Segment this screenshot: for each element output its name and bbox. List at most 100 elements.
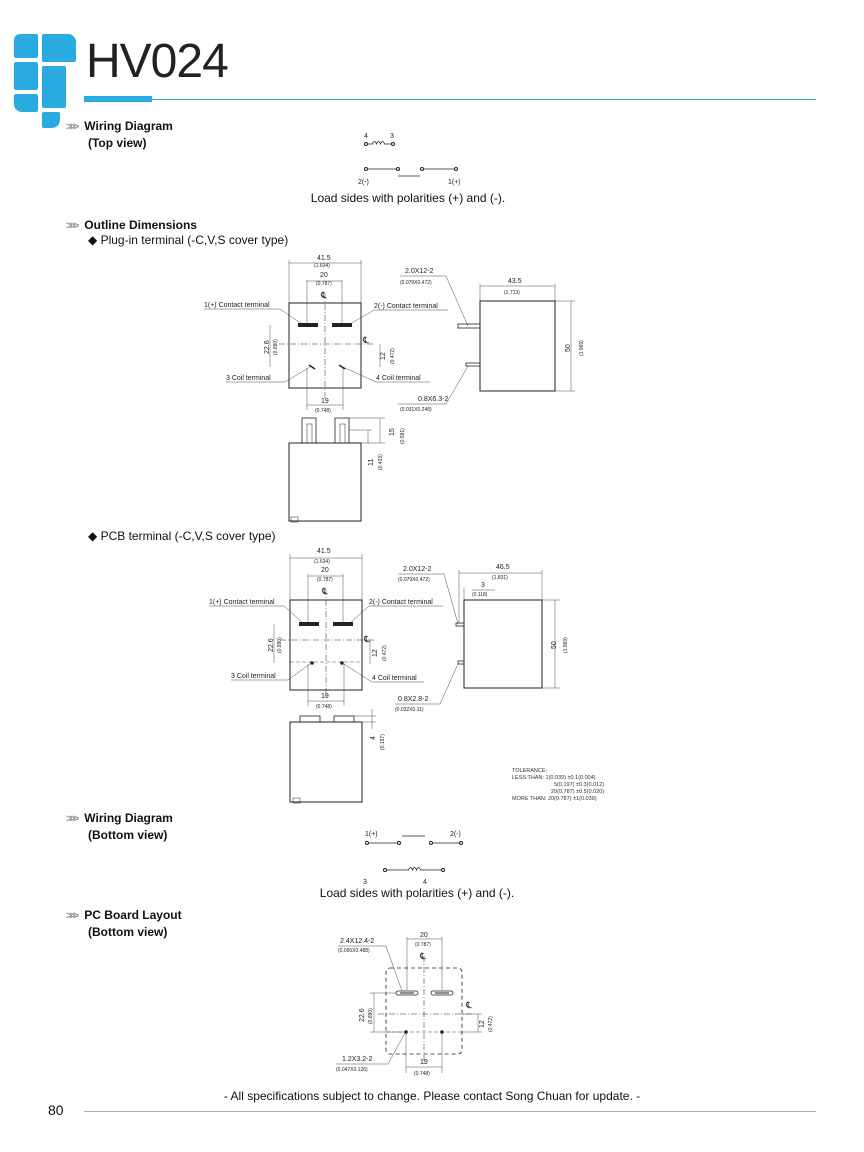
tolerance-line: MORE THAN: 20(0.787) ±1(0.039): [512, 796, 597, 802]
section-subtitle: (Bottom view): [88, 828, 168, 842]
dim-v12-in: (0.472): [488, 1016, 494, 1032]
dim-coil-pitch-in: (0.748): [316, 704, 332, 710]
dim-side-w: 46.5: [496, 564, 510, 571]
load-neg-label: 2(-): [450, 831, 461, 838]
dim-coil-pitch-in: (0.748): [315, 408, 331, 414]
pcb-terminal-drawing: 41.5 (1.634) 20 (0.787) ℄ 1(+) Contact t…: [209, 548, 569, 804]
centerline-symbol: ℄: [321, 586, 328, 596]
dim-vert: 22.6: [264, 340, 271, 354]
dim-width: 41.5: [317, 255, 331, 262]
plugin-front-view: [288, 442, 362, 522]
page-number: 80: [48, 1102, 64, 1118]
dim-vert-in: (0.890): [277, 637, 283, 653]
contact1-label: 1(+) Contact terminal: [209, 599, 275, 606]
centerline-symbol-side: ℄: [362, 335, 369, 345]
dim-side-w-in: (1.831): [492, 575, 508, 581]
wiring-bottom-note: Load sides with polarities (+) and (-).: [319, 886, 515, 900]
contact2-label: 2(-) Contact terminal: [374, 303, 438, 310]
section-pcb-layout: >>> PC Board Layout (Bottom view): [66, 907, 182, 940]
dim-pitch-in: (0.787): [317, 577, 333, 583]
dim-width: 41.5: [317, 548, 331, 555]
coil-icon: [367, 141, 391, 146]
dim-pitch: 20: [321, 567, 329, 574]
section-wiring-bottom: >>>Wiring Diagram (Bottom view): [66, 810, 173, 843]
dim-v12: 12: [479, 1020, 486, 1028]
hole1-in: (0.095X0.488): [338, 948, 370, 954]
section-title: Outline Dimensions: [84, 218, 197, 232]
coil-term-in: (0.031X0.248): [400, 407, 432, 413]
section-title: Wiring Diagram: [84, 119, 173, 133]
coil4-label: 4 Coil terminal: [372, 675, 417, 682]
section-outline: >>> Outline Dimensions: [66, 217, 197, 234]
page-title: HV024: [86, 35, 229, 88]
dim-h15-in: (0.591): [400, 428, 406, 444]
dim-height: 50: [551, 641, 558, 649]
pcb-side-view: [463, 599, 543, 689]
coil-term-label: 0.8X2.8-2: [398, 696, 428, 703]
footer-note: - All specifications subject to change. …: [223, 1089, 641, 1103]
hole1-label: 2.4X12.4-2: [340, 938, 374, 945]
dim-off3-in: (0.118): [472, 592, 488, 598]
dim-coil-pitch: 19: [321, 398, 329, 405]
header-rule: [84, 99, 816, 100]
chevron-icon: >>>: [66, 910, 79, 922]
wiring-diagram-bottom: 1(+) 2(-) 3 4: [363, 831, 463, 886]
dim-v12-in: (0.472): [382, 645, 388, 661]
plugin-top-view: [288, 302, 362, 389]
section-title: Wiring Diagram: [84, 811, 173, 825]
term-size-label: 2.0X12-2: [405, 268, 434, 275]
centerline-symbol-side: ℄: [363, 634, 370, 644]
load-pos-label: 1(+): [448, 179, 461, 186]
chevron-icon: >>>: [66, 220, 79, 232]
tolerance-line: 5(0.197) ±0.3(0.012): [554, 782, 605, 788]
term-size-in: (0.079X0.472): [400, 280, 432, 286]
load-pos-label: 1(+): [365, 831, 378, 838]
section-subtitle: (Top view): [88, 136, 147, 150]
section-wiring-top: >>> Wiring Diagram (Top view): [66, 118, 173, 151]
dim-coil-pitch: 19: [420, 1059, 428, 1066]
tolerance-line: TOLERANCE:: [512, 768, 548, 774]
section-subtitle: (Bottom view): [88, 925, 168, 939]
centerline-symbol-side: ℄: [465, 1000, 472, 1010]
contact2-label: 2(-) Contact terminal: [369, 599, 433, 606]
dim-pitch-in: (0.787): [316, 281, 332, 287]
board-outline: [385, 967, 463, 1055]
tolerance-line: LESS THAN: 1(0.039) ±0.1(0.004): [512, 775, 596, 781]
dim-width-in: (1.634): [314, 263, 330, 269]
hole2-in: (0.047X0.126): [336, 1067, 368, 1073]
dim-side-w: 43.5: [508, 278, 522, 285]
dim-height: 50: [565, 344, 572, 352]
coil3-label: 3 Coil terminal: [226, 375, 271, 382]
header-rule-accent: [84, 96, 152, 102]
term-size-in: (0.079X0.472): [398, 577, 430, 583]
dim-off3: 3: [481, 582, 485, 589]
coil-term-label: 0.8X6.3-2: [418, 396, 448, 403]
coil-icon: [386, 867, 442, 872]
load-neg-label: 2(-): [358, 179, 369, 186]
subsection-pcb: ◆ PCB terminal (-C,V,S cover type): [88, 529, 276, 543]
coil3-label: 3 Coil terminal: [231, 673, 276, 680]
dim-pitch: 20: [420, 932, 428, 939]
chevron-icon: >>>: [66, 121, 79, 133]
term-size-label: 2.0X12-2: [403, 566, 432, 573]
dim-pitch: 20: [320, 272, 328, 279]
wiring-diagram-top: 4 3 2(-) 1(+): [358, 133, 461, 186]
dim-v12: 12: [372, 649, 379, 657]
coil-label-a: 4: [364, 133, 368, 140]
coil-label-b: 3: [390, 133, 394, 140]
coil4-label: 4 Coil terminal: [376, 375, 421, 382]
tolerance-line: 20(0.787) ±0.5(0.020): [551, 789, 605, 795]
dim-height-in: (1.969): [563, 637, 569, 653]
dim-coil-pitch-in: (0.748): [414, 1071, 430, 1077]
section-title: PC Board Layout: [84, 908, 182, 922]
dim-vert-in: (0.890): [273, 339, 279, 355]
dim-vert: 22.6: [268, 638, 275, 652]
dim-width-in: (1.634): [314, 559, 330, 565]
plugin-side-view: [479, 300, 556, 392]
footer-rule: [84, 1111, 816, 1112]
coil-term-in: (0.032X0.11): [395, 707, 424, 713]
dim-vert-in: (0.890): [368, 1008, 374, 1024]
hole2-label: 1.2X3.2-2: [342, 1056, 372, 1063]
centerline-symbol: ℄: [320, 290, 327, 300]
dim-v12-in: (0.472): [390, 348, 396, 364]
